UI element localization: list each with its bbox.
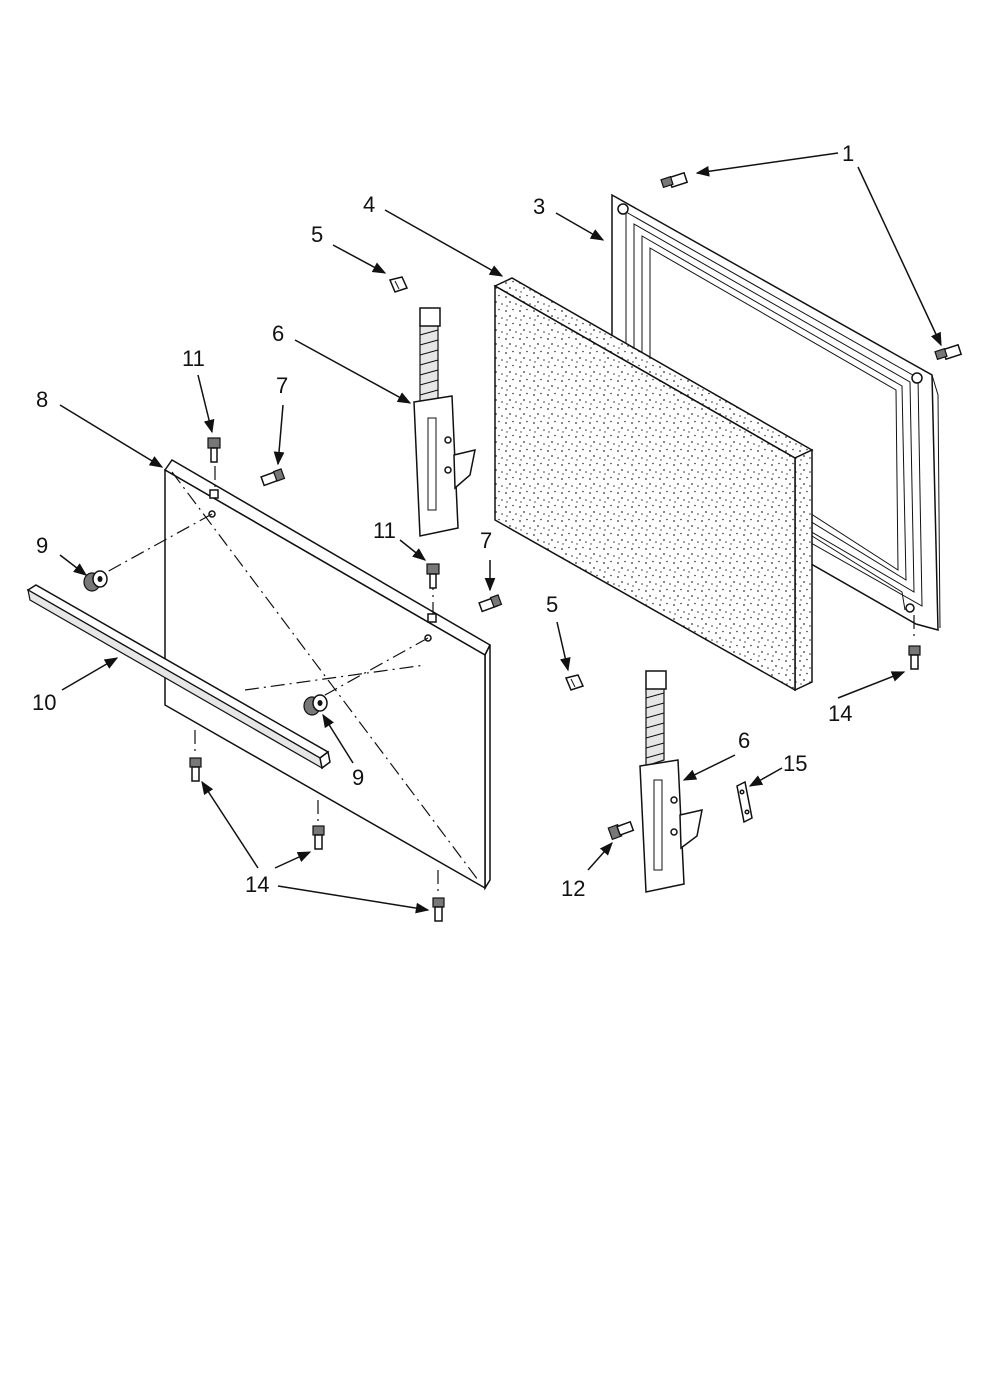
screw-part-7-left <box>260 468 286 487</box>
callout-5-lower: 5 <box>546 592 558 617</box>
callout-11-right: 11 <box>373 518 396 543</box>
callout-1: 1 <box>842 141 854 166</box>
screw-part-14-b <box>312 825 325 850</box>
callout-8: 8 <box>36 387 48 412</box>
callout-9-right: 9 <box>352 765 364 790</box>
callout-14-right: 14 <box>828 701 852 726</box>
screw-part-1-top <box>660 171 689 189</box>
clip-part-5-lower <box>564 674 585 691</box>
screw-part-14-right <box>908 645 921 670</box>
bumper-part-9-right <box>303 694 328 716</box>
door-panel-part-8 <box>95 440 915 895</box>
hinge-part-6-lower <box>639 670 703 893</box>
plate-part-15 <box>736 780 753 824</box>
callout-14-lower: 14 <box>245 872 269 897</box>
clip-part-5-upper <box>388 276 409 293</box>
callout-12: 12 <box>561 876 585 901</box>
screw-part-14-a <box>189 757 202 782</box>
screw-part-14-c <box>432 897 445 922</box>
callout-3: 3 <box>533 194 545 219</box>
trim-part-10 <box>26 584 331 770</box>
callout-6-upper: 6 <box>272 321 284 346</box>
callout-labels: 1 3 4 5 5 6 6 7 7 8 9 9 10 11 11 12 14 1… <box>32 141 854 901</box>
callout-11-left: 11 <box>182 346 205 371</box>
callout-10: 10 <box>32 690 56 715</box>
callout-7-left: 7 <box>276 373 288 398</box>
callout-7-right: 7 <box>480 528 492 553</box>
leader-lines <box>59 152 942 914</box>
insulation-part-4 <box>493 277 814 692</box>
hinge-part-6-upper <box>413 307 476 537</box>
door-frame-part-3 <box>611 193 941 631</box>
screw-part-11-left <box>207 437 221 463</box>
callout-15: 15 <box>783 751 807 776</box>
callout-6-lower: 6 <box>738 728 750 753</box>
bumper-part-9-left <box>83 570 108 592</box>
screw-part-12 <box>607 820 635 841</box>
callout-9-left: 9 <box>36 533 48 558</box>
callout-4: 4 <box>363 192 375 217</box>
screw-part-7-right <box>478 594 503 613</box>
screw-part-1-right <box>934 343 963 361</box>
callout-5-upper: 5 <box>311 222 323 247</box>
screw-part-11-right <box>426 563 440 589</box>
